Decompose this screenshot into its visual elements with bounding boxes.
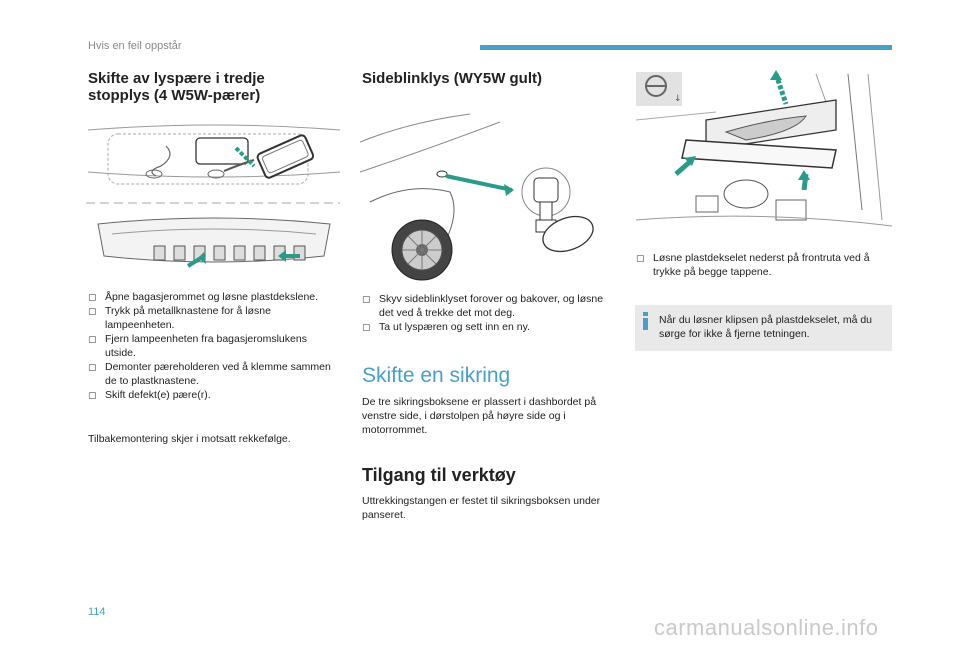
watermark: carmanualsonline.info — [654, 615, 879, 640]
page-number: 114 — [88, 606, 106, 618]
col2-steps: ▢ Skyv sideblinklyset forover og bakover,… — [362, 292, 607, 334]
brake-light-illustration — [86, 116, 342, 276]
bullet-icon: ▢ — [362, 322, 371, 332]
info-note: Når du løsner klipsen på plastdekselet, … — [635, 305, 892, 351]
col1-heading: Skifte av lyspære i tredje stopplys (4 W… — [88, 70, 338, 104]
steering-wheel-icon — [645, 75, 667, 97]
header-accent-bar — [480, 45, 892, 50]
bullet-icon: ▢ — [88, 362, 97, 372]
side-indicator-illustration — [360, 112, 600, 282]
bullet-icon: ▢ — [88, 334, 97, 344]
info-icon — [643, 312, 648, 330]
list-item: ▢ Skift defekt(e) pære(r). — [88, 388, 338, 402]
step-text: Skift defekt(e) pære(r). — [105, 389, 211, 401]
col2-heading: Sideblinklys (WY5W gult) — [362, 70, 543, 87]
list-item: ▢ Åpne bagasjerommet og løsne plastdeksle… — [88, 290, 338, 304]
col3-steps: ▢ Løsne plastdekselet nederst på frontrut… — [636, 251, 888, 279]
list-item: ▢ Skyv sideblinklyset forover og bakover,… — [362, 292, 607, 320]
section-title: Skifte en sikring — [362, 364, 511, 387]
step-text: Skyv sideblinklyset forover og bakover, … — [379, 293, 604, 319]
header-title: Hvis en feil oppstår — [88, 40, 182, 52]
step-text: Demonter pæreholderen ved å klemme samme… — [105, 361, 331, 387]
subsection-text: Uttrekkingstangen er festet til sikrings… — [362, 495, 601, 521]
info-note-text: Når du løsner klipsen på plastdekselet, … — [659, 314, 873, 340]
bullet-icon: ▢ — [88, 292, 97, 302]
bullet-icon: ▢ — [88, 390, 97, 400]
subsection-title: Tilgang til verktøy — [362, 465, 516, 485]
svg-text:↓: ↓ — [674, 94, 682, 104]
step-text: Trykk på metallknastene for å løsne lamp… — [105, 305, 271, 331]
step-text: Åpne bagasjerommet og løsne plastdekslen… — [105, 291, 319, 303]
list-item: ▢ Fjern lampeenheten fra bagasjeromsluken… — [88, 332, 338, 360]
bullet-icon: ▢ — [362, 294, 371, 304]
bullet-icon: ▢ — [88, 306, 97, 316]
windscreen-cover-illustration: ↓ — [636, 70, 892, 240]
step-text: Fjern lampeenheten fra bagasjeromslukens… — [105, 333, 307, 359]
step-text: Løsne plastdekselet nederst på frontruta… — [653, 252, 870, 278]
list-item: ▢ Trykk på metallknastene for å løsne lam… — [88, 304, 338, 332]
col1-heading-line1: Skifte av lyspære i tredje — [88, 70, 265, 87]
col1-footer: Tilbakemontering skjer i motsatt rekkefø… — [88, 433, 291, 445]
list-item: ▢ Ta ut lyspæren og sett inn en ny. — [362, 320, 607, 334]
bullet-icon: ▢ — [636, 253, 645, 263]
section-text: De tre sikringsboksene er plassert i das… — [362, 396, 597, 436]
list-item: ▢ Demonter pæreholderen ved å klemme samm… — [88, 360, 338, 388]
list-item: ▢ Løsne plastdekselet nederst på frontrut… — [636, 251, 888, 279]
col1-steps: ▢ Åpne bagasjerommet og løsne plastdeksle… — [88, 290, 338, 402]
step-text: Ta ut lyspæren og sett inn en ny. — [379, 321, 530, 333]
col1-heading-line2: stopplys (4 W5W-pærer) — [88, 87, 261, 104]
